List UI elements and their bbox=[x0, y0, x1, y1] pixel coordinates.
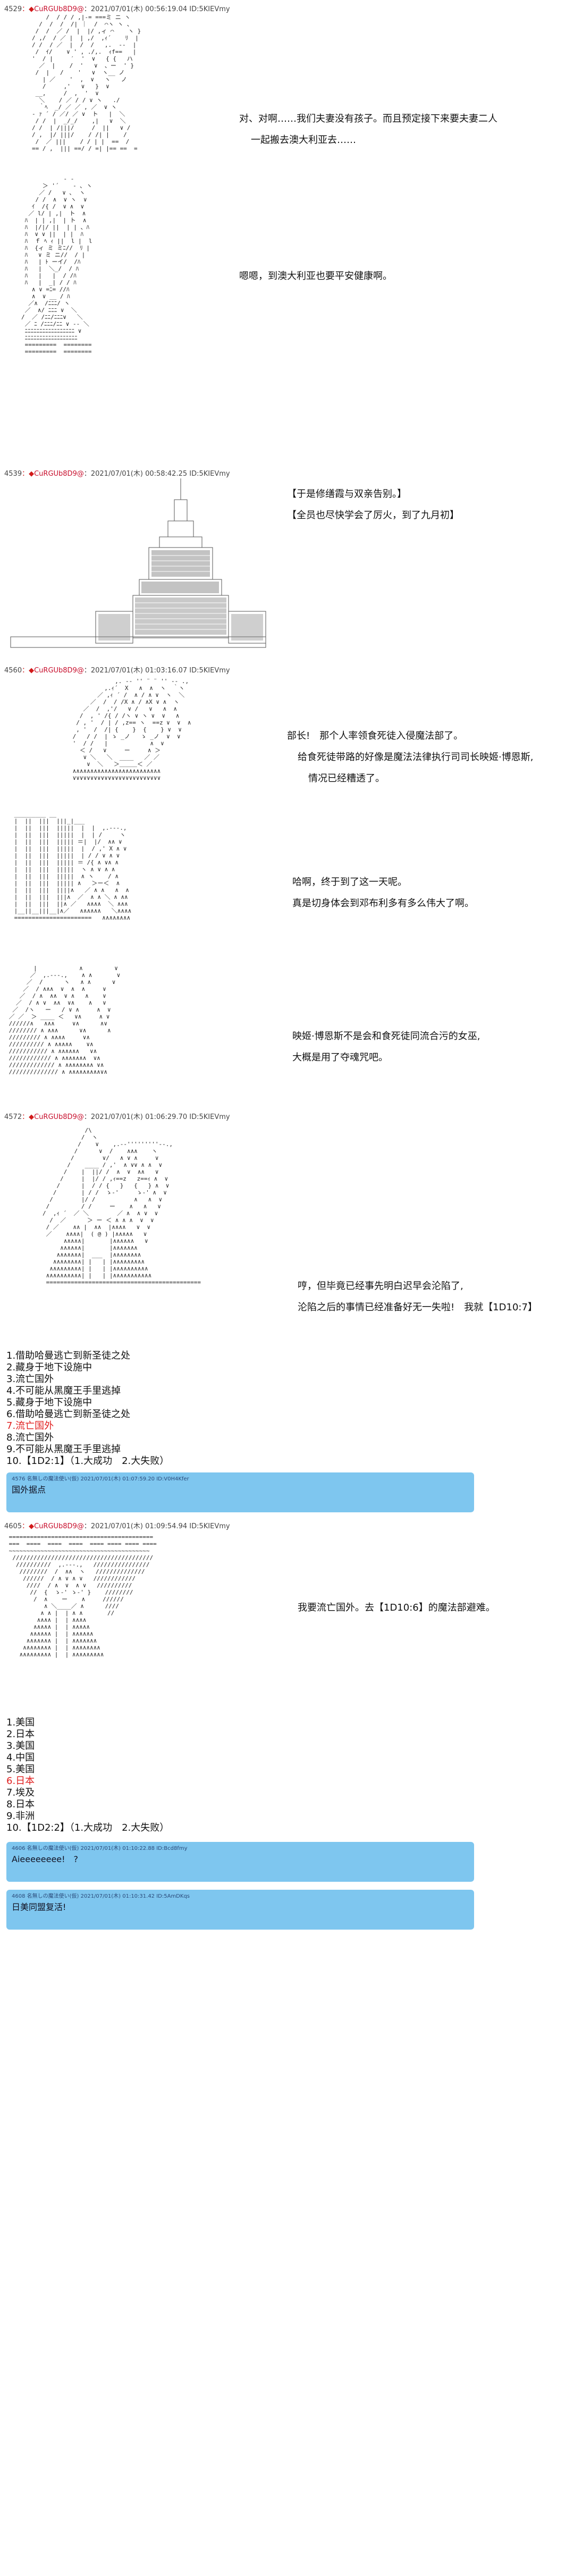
reply-bubble-4576: 4576 名無しの魔法使い(仮) 2021/07/01(木) 01:07:59.… bbox=[6, 1472, 474, 1512]
reply-text: Aieeeeeeee! ? bbox=[12, 1854, 79, 1864]
dialogue-6-line-1: 映姬·博恩斯不是会和食死徒同流合污的女巫, bbox=[292, 1031, 480, 1042]
dialogue-4-line-1: 部长! 那个人率领食死徒入侵魔法部了。 bbox=[287, 730, 463, 742]
dialogue-5-line-2: 真是切身体会到邓布利多有多么伟大了啊。 bbox=[292, 898, 474, 909]
dialogue-4-line-3: 情况已经糟透了。 bbox=[308, 773, 385, 784]
post-number: 4529 bbox=[4, 5, 22, 13]
dialogue-6-line-2: 大概是用了夺魂咒吧。 bbox=[292, 1052, 388, 1063]
list-item-selected: 7.流亡国外 bbox=[6, 1420, 54, 1432]
list-item: 2.藏身于地下设施中 bbox=[6, 1362, 92, 1373]
list-item: 1.美国 bbox=[6, 1717, 35, 1728]
dialogue-5-line-1: 哈啊，终于到了这一天呢。 bbox=[292, 877, 407, 888]
post-header-4529: 4529：◆CuRGUb8D9@：2021/07/01(木) 00:56:19.… bbox=[4, 5, 230, 13]
ascii-art-character-6: /\ / ヽ / ∨ ,.-‐'''''''''‐-., / ∨ / ∧∧∧ ヽ… bbox=[43, 1127, 201, 1286]
dialogue-1-line-1: 对、对啊……我们夫妻没有孩子。而且预定接下来要夫妻二人 bbox=[239, 113, 497, 124]
list-item: 5.藏身于地下设施中 bbox=[6, 1397, 92, 1408]
list-item: 3.流亡国外 bbox=[6, 1374, 54, 1385]
reply-header: 4608 名無しの魔法使い(仮) 2021/07/01(木) 01:10:31.… bbox=[12, 1893, 190, 1899]
list-item: 3.美国 bbox=[6, 1740, 35, 1752]
ascii-art-character-2: ‐ ‐ ＞ '´ ‐ ､ ヽ ／ / ∨ ､ ヽ / / ∧ ∨ ヽ ∨ ｲ /… bbox=[21, 175, 92, 355]
list-item: 8.流亡国外 bbox=[6, 1432, 54, 1443]
ascii-art-character-5: | ∧ ∨ ／ ,.-‐-., ∧ ∧ ∨ ／ / ヽ ∧ ∧ ∨ ／ / ∧∧… bbox=[9, 965, 121, 1075]
empire-state-building-illustration bbox=[10, 478, 266, 648]
post-header-4539: 4539：◆CuRGUb8D9@：2021/07/01(木) 00:58:42.… bbox=[4, 470, 230, 478]
ascii-art-character-3: ,. -‐ '' ¨ ¨ '' ‐- ., ,.ｨ´ X ∧ ∧ ヽ ｀ヽ ／ … bbox=[72, 678, 191, 781]
ascii-art-character-7: ========================================… bbox=[9, 1534, 157, 1658]
list-item: 4.不可能从黑魔王手里逃掉 bbox=[6, 1385, 121, 1396]
dialogue-7-line-1: 哼，但毕竟已经事先明白迟早会沦陷了, bbox=[298, 1281, 463, 1292]
dialogue-2: 嗯嗯，到澳大利亚也要平安健康啊。 bbox=[239, 271, 392, 282]
post-header-4605: 4605：◆CuRGUb8D9@：2021/07/01(木) 01:09:54.… bbox=[4, 1522, 230, 1530]
reply-header: 4576 名無しの魔法使い(仮) 2021/07/01(木) 01:07:59.… bbox=[12, 1476, 189, 1482]
list-item-result: 10.【1D2:2】（1.大成功 2.大失败） bbox=[6, 1822, 170, 1833]
list-item: 8.日本 bbox=[6, 1799, 35, 1810]
dialogue-4-line-2: 给食死徒带路的好像是魔法法律执行司司长映姬·博恩斯, bbox=[298, 752, 534, 763]
poster-name: CuRGUb8D9@ bbox=[34, 5, 84, 13]
dialogue-7-line-2: 沦陷之后的事情已经准备好无一失啦! 我就【1D10:7】 bbox=[298, 1302, 537, 1313]
ascii-art-character-4: _________ __ | || ||| |||_|___ | || ||| … bbox=[14, 811, 132, 921]
reply-header: 4606 名無しの魔法使い(仮) 2021/07/01(木) 01:10:22.… bbox=[12, 1846, 188, 1851]
list-item: 4.中国 bbox=[6, 1752, 35, 1763]
dice-option-list-2: 1.美国 2.日本 3.美国 4.中国 5.美国 6.日本 7.埃及 8.日本 … bbox=[6, 1717, 169, 1834]
reply-bubble-4606: 4606 名無しの魔法使い(仮) 2021/07/01(木) 01:10:22.… bbox=[6, 1842, 474, 1882]
list-item: 2.日本 bbox=[6, 1729, 35, 1740]
list-item-selected: 6.日本 bbox=[6, 1775, 35, 1787]
list-item: 9.非洲 bbox=[6, 1811, 35, 1822]
list-item: 1.借助哈曼逃亡到新圣徒之处 bbox=[6, 1350, 131, 1361]
reply-text: 日美同盟复活! bbox=[12, 1902, 66, 1912]
dialogue-8: 我要流亡国外。去【1D10:6】的魔法部避难。 bbox=[298, 1602, 495, 1613]
list-item: 5.美国 bbox=[6, 1764, 35, 1775]
narration-line-2: 【全员也尽快学会了厉火，到了九月初】 bbox=[287, 510, 459, 521]
post-header-4560: 4560：◆CuRGUb8D9@：2021/07/01(木) 01:03:16.… bbox=[4, 667, 230, 675]
reply-bubble-4608: 4608 名無しの魔法使い(仮) 2021/07/01(木) 01:10:31.… bbox=[6, 1890, 474, 1930]
list-item: 9.不可能从黑魔王手里逃掉 bbox=[6, 1444, 121, 1455]
dice-option-list-1: 1.借助哈曼逃亡到新圣徒之处 2.藏身于地下设施中 3.流亡国外 4.不可能从黑… bbox=[6, 1350, 169, 1467]
list-item-result: 10.【1D2:1】（1.大成功 2.大失败） bbox=[6, 1455, 170, 1467]
narration-line-1: 【于是修缮霞与双亲告别。】 bbox=[287, 489, 407, 500]
post-meta: 2021/07/01(木) 00:56:19.04 ID:5KIEVmy bbox=[90, 5, 230, 13]
reply-text: 国外据点 bbox=[12, 1485, 46, 1495]
list-item: 7.埃及 bbox=[6, 1787, 35, 1798]
dialogue-1-line-2: 一起搬去澳大利亚去…… bbox=[251, 134, 356, 146]
ascii-art-character: / / / / ,|‐= ===ミ ニ ヽ / / / /| ｜ / ⌒ヽ ヽ … bbox=[32, 14, 141, 152]
list-item: 6.借助哈曼逃亡到新圣徒之处 bbox=[6, 1409, 131, 1420]
post-header-4572: 4572：◆CuRGUb8D9@：2021/07/01(木) 01:06:29.… bbox=[4, 1113, 230, 1121]
